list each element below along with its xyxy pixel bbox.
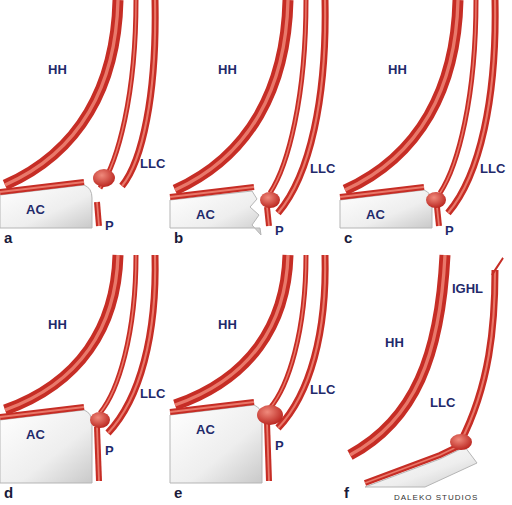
panel-letter: d [4,485,13,501]
capsule-highlight [100,255,136,413]
labrum [93,169,115,187]
humeral-head-cartilage [175,255,288,405]
panel-letter: c [344,230,352,246]
capsule-highlight [440,0,476,193]
periosteum-highlight [437,207,439,226]
humeral-head-cartilage [175,0,288,190]
structure-label: HH [388,62,407,77]
capsule-highlight [270,255,306,408]
labroligamentous-complex-highlight [278,0,325,213]
capsule [100,0,136,188]
structure-label: HH [48,62,67,77]
structure-label: LLC [140,386,165,401]
structure-label: HH [48,317,67,332]
glenoid-bone [365,447,477,487]
humeral-head-cartilage [350,255,445,455]
capsule [270,255,306,408]
capsule-highlight [100,0,136,188]
structure-label: AC [366,207,385,222]
labroligamentous-complex [108,255,155,433]
structure-label: HH [218,62,237,77]
structure-label: IGHL [452,281,483,296]
structure-label: AC [26,427,45,442]
capsule [440,0,476,193]
periosteum [267,422,269,481]
glenoid-bone [170,405,262,483]
periosteum [267,207,269,226]
glenoid-cartilage [365,443,465,483]
capsule-highlight [270,0,306,193]
shoulder-panel [170,255,325,483]
shoulder-panel [170,0,325,235]
ligament-tip [492,258,503,275]
humeral-head-cartilage [5,255,118,410]
structure-label: LLC [480,161,505,176]
labrum [450,434,472,450]
structure-label: LLC [310,382,335,397]
structure-label: AC [196,207,215,222]
labroligamentous-complex [278,0,325,213]
structure-label: HH [385,335,404,350]
structure-label: AC [196,422,215,437]
structure-label: AC [26,202,45,217]
humeral-head-cartilage-highlight [345,0,458,190]
shoulder-panel [350,255,503,487]
labroligamentous-complex [448,0,495,213]
structure-label: P [105,443,114,458]
periosteum-highlight [97,202,99,226]
glenoid-bone [0,410,92,483]
structure-label: LLC [140,156,165,171]
panel-letter: b [174,230,183,246]
watermark: DALEKO STUDIOS [394,493,478,503]
periosteum [97,427,99,481]
periosteum [437,207,439,226]
humeral-head-cartilage-highlight [175,255,288,405]
shoulder-panel [0,255,155,483]
labrum [90,412,110,428]
humeral-head-cartilage [345,0,458,190]
shoulder-panel [0,0,155,228]
capsule [100,255,136,413]
structure-label: LLC [310,161,335,176]
periosteum-highlight [267,207,269,226]
panel-letter: f [344,485,349,501]
capsule [270,0,306,193]
labroligamentous-complex-highlight [278,255,325,428]
structure-label: P [275,223,284,238]
panel-letter: e [174,485,182,501]
humeral-head-cartilage-highlight [5,255,118,410]
humeral-head-cartilage [5,0,118,185]
periosteum-highlight [267,422,269,481]
structure-label: P [445,223,454,238]
structure-label: P [105,218,114,233]
labroligamentous-complex-highlight [108,255,155,433]
structure-label: LLC [430,395,455,410]
periosteum [97,202,99,226]
glenoid-cartilage-highlight [365,443,465,483]
structure-label: P [275,438,284,453]
humeral-head-cartilage-highlight [350,255,445,455]
structure-label: HH [218,317,237,332]
periosteum-highlight [97,427,99,481]
panel-letter: a [4,230,12,246]
labroligamentous-complex-highlight [448,0,495,213]
labrum [260,192,280,208]
shoulder-panel [340,0,495,228]
labroligamentous-complex [278,255,325,428]
humeral-head-cartilage-highlight [5,0,118,185]
labrum [426,192,446,208]
humeral-head-cartilage-highlight [175,0,288,190]
labrum [257,405,283,425]
